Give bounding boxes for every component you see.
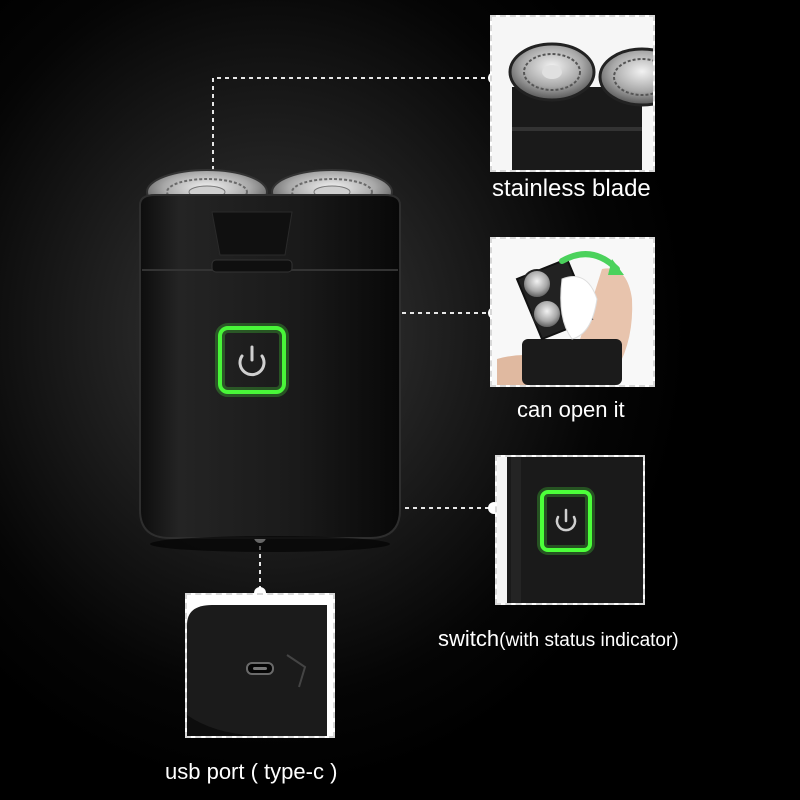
open-closeup-panel	[490, 237, 655, 387]
switch-label: switch(with status indicator)	[438, 626, 679, 651]
blade-connector-line	[212, 77, 490, 178]
open-label: can open it	[517, 397, 625, 422]
power-button-main	[212, 320, 292, 400]
blade-closeup-image	[492, 17, 653, 170]
switch-label-detail: (with status indicator)	[499, 630, 679, 651]
blade-closeup-panel	[490, 15, 655, 172]
power-icon	[555, 508, 577, 532]
usb-closeup-panel	[185, 593, 335, 738]
usb-c-port-icon	[246, 662, 274, 675]
blade-label: stainless blade	[492, 175, 651, 202]
open-closeup-image	[492, 239, 653, 385]
switch-closeup-panel	[495, 455, 645, 605]
shaver-product-image	[139, 169, 401, 552]
usb-closeup-image	[187, 595, 333, 736]
switch-label-main: switch	[438, 626, 500, 651]
power-icon	[238, 345, 266, 377]
usb-label: usb port ( type-c )	[165, 759, 338, 784]
switch-closeup-image	[497, 457, 643, 603]
